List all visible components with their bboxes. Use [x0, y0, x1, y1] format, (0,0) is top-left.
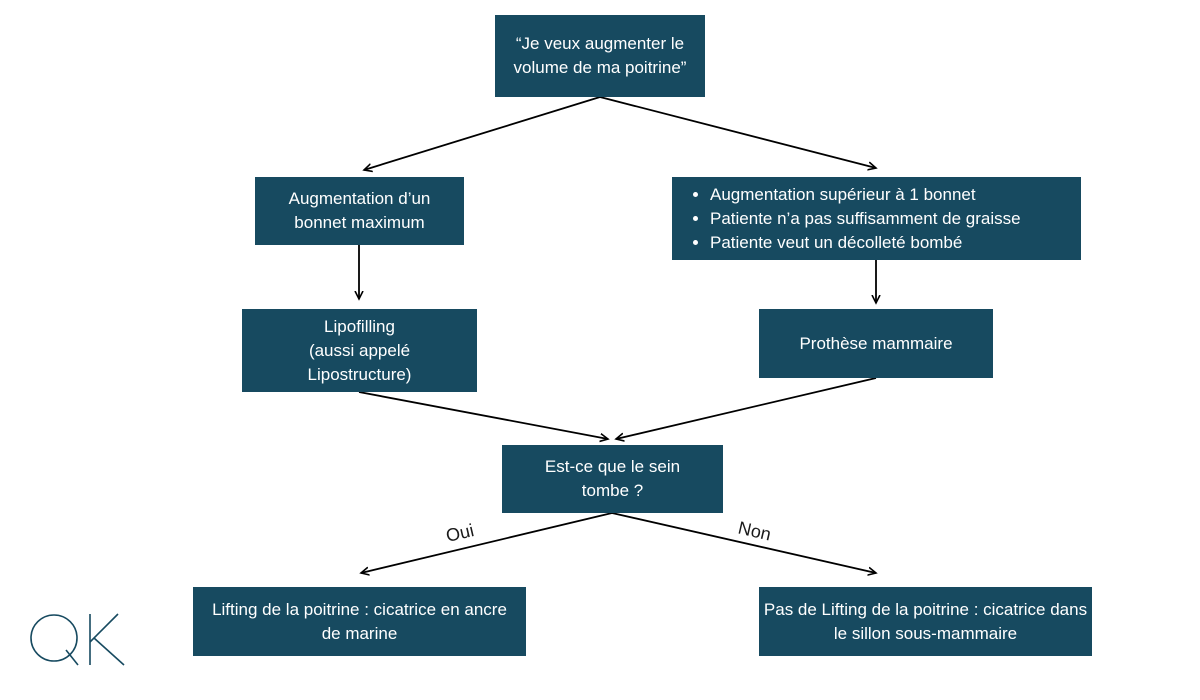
- prosthesis-node-text: Prothèse mammaire: [799, 333, 953, 353]
- criteria-node: Augmentation supérieur à 1 bonnet Patien…: [672, 177, 1081, 260]
- lifting-yes-node: Lifting de la poitrine : cicatrice en an…: [193, 587, 526, 656]
- edge-lipofilling-to-question: [358, 391, 608, 439]
- criteria-list: Augmentation supérieur à 1 bonnet Patien…: [676, 183, 1077, 255]
- one-cup-node-text: Augmentation d’un bonnet maximum: [288, 189, 431, 232]
- qk-logo: QK: [30, 613, 125, 666]
- lipofilling-node: Lipofilling (aussi appelé Lipostructure): [242, 309, 477, 392]
- one-cup-node: Augmentation d’un bonnet maximum: [255, 177, 464, 245]
- lipofilling-node-text: Lipofilling (aussi appelé Lipostructure): [307, 316, 412, 384]
- criteria-item: Patiente n’a pas suffisamment de graisse: [710, 207, 1077, 231]
- question-node: Est-ce que le sein tombe ?: [502, 445, 723, 513]
- edge-prosthesis-to-question: [616, 377, 877, 439]
- edge-question-to-no: [611, 512, 876, 573]
- lifting-yes-node-text: Lifting de la poitrine : cicatrice en an…: [212, 599, 507, 643]
- lifting-no-node-text: Pas de Lifting de la poitrine : cicatric…: [763, 599, 1088, 643]
- start-node-text: “Je veux augmenter le volume de ma poitr…: [513, 34, 687, 77]
- criteria-item: Patiente veut un décolleté bombé: [710, 231, 1077, 255]
- question-node-text: Est-ce que le sein tombe ?: [544, 457, 681, 500]
- edge-start-to-one-cup: [364, 96, 601, 170]
- start-node: “Je veux augmenter le volume de ma poitr…: [495, 15, 705, 97]
- edge-start-to-criteria: [599, 96, 876, 168]
- criteria-item: Augmentation supérieur à 1 bonnet: [710, 183, 1077, 207]
- prosthesis-node: Prothèse mammaire: [759, 309, 993, 378]
- edge-question-to-yes: [361, 512, 613, 573]
- lifting-no-node: Pas de Lifting de la poitrine : cicatric…: [759, 587, 1092, 656]
